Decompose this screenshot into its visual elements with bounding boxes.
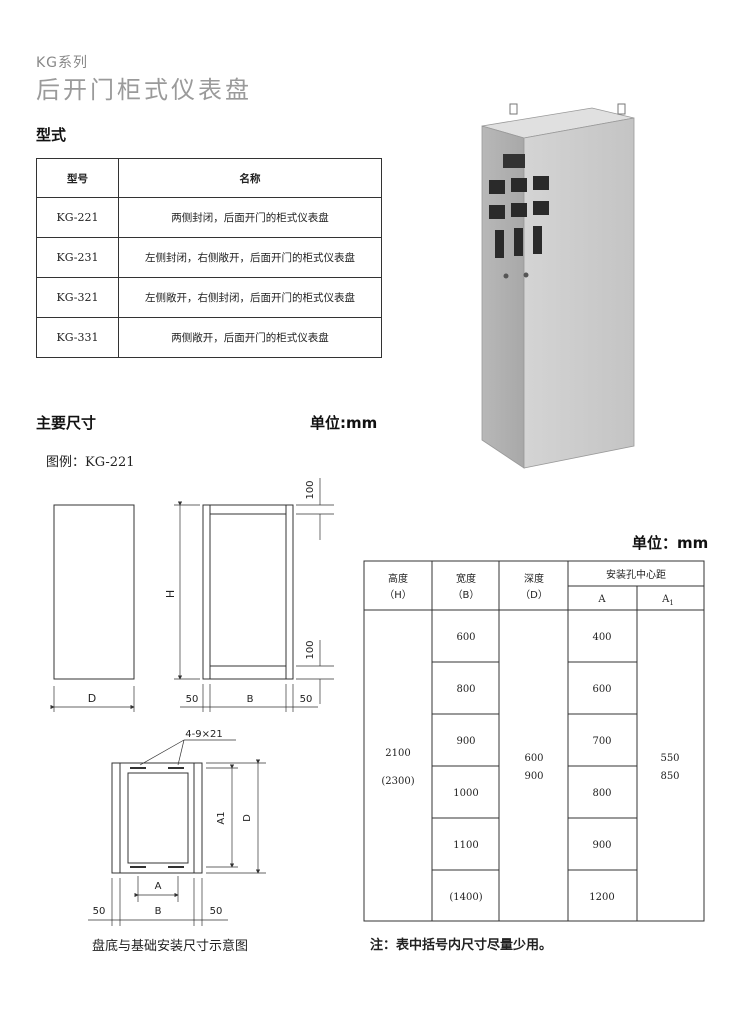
model-name: 两侧封闭，后面开门的柜式仪表盘 <box>118 197 382 238</box>
base-caption: 盘底与基础安装尺寸示意图 <box>92 939 249 954</box>
col-holes: 安装孔中心距 <box>606 568 666 581</box>
dims-unit: 单位:mm <box>310 414 378 432</box>
model-name: 左侧敞开，右侧封闭，后面开门的柜式仪表盘 <box>118 277 382 318</box>
a-label: A <box>155 881 162 892</box>
front-depth-label: D <box>88 692 96 705</box>
a-value: 400 <box>592 632 611 643</box>
table-row: KG-231 左侧封闭，右侧敞开，后面开门的柜式仪表盘 <box>36 237 382 278</box>
model-code: KG-221 <box>36 197 119 238</box>
height-value: 2100 <box>385 748 410 759</box>
depth-value: 900 <box>524 771 543 782</box>
page-title: 后开门柜式仪表盘 <box>36 76 252 104</box>
model-heading: 型式 <box>36 126 67 144</box>
width-label: B <box>247 694 254 705</box>
model-code: KG-321 <box>36 277 119 318</box>
base-width-label: B <box>155 906 162 917</box>
height-value: (2300) <box>381 776 414 787</box>
model-name: 左侧封闭，右侧敞开，后面开门的柜式仪表盘 <box>118 237 382 278</box>
cabinet-illustration <box>481 103 635 469</box>
a-value: 700 <box>592 736 611 747</box>
a1-value: 850 <box>660 771 679 782</box>
col-width: 宽度 <box>456 572 476 585</box>
a-value: 600 <box>592 684 611 695</box>
table-row: KG-321 左侧敞开，右侧封闭，后面开门的柜式仪表盘 <box>36 277 382 318</box>
model-col-name: 名称 <box>118 158 382 198</box>
right-margin-label: 50 <box>300 694 313 705</box>
dims-heading: 主要尺寸 <box>36 414 97 432</box>
series-label: KG系列 <box>36 55 89 71</box>
width-value: 900 <box>456 736 475 747</box>
depth-value: 600 <box>524 753 543 764</box>
width-value: (1400) <box>449 892 482 903</box>
a1-label: A1 <box>216 811 227 824</box>
col-a: A <box>597 594 606 605</box>
model-table: 型号 名称 KG-221 两侧封闭，后面开门的柜式仪表盘 KG-231 左侧封闭… <box>36 158 382 358</box>
width-value: 800 <box>456 684 475 695</box>
a1-value: 550 <box>660 753 679 764</box>
left-margin-label: 50 <box>186 694 199 705</box>
col-depth: 深度 <box>524 572 544 585</box>
side-view-drawing <box>174 478 334 712</box>
base-right-label: 50 <box>210 906 223 917</box>
height-label: H <box>164 590 177 598</box>
col-height-sym: （H） <box>384 589 412 601</box>
a-value: 900 <box>592 840 611 851</box>
model-name: 两侧敞开，后面开门的柜式仪表盘 <box>118 317 382 358</box>
a-value: 800 <box>592 788 611 799</box>
base-depth-label: D <box>242 814 253 822</box>
a-value: 1200 <box>589 892 614 903</box>
col-width-sym: （B） <box>453 589 480 601</box>
table-note: 注：表中括号内尺寸尽量少用。 <box>370 938 553 953</box>
top-gap-label: 100 <box>305 480 316 499</box>
table-row: KG-221 两侧封闭，后面开门的柜式仪表盘 <box>36 197 382 238</box>
legend-label: 图例：KG-221 <box>46 455 135 470</box>
table-row: KG-331 两侧敞开，后面开门的柜式仪表盘 <box>36 317 382 358</box>
bottom-gap-label: 100 <box>305 640 316 659</box>
base-drawing <box>88 739 266 926</box>
col-depth-sym: （D） <box>520 589 548 601</box>
model-code: KG-231 <box>36 237 119 278</box>
base-left-label: 50 <box>93 906 106 917</box>
front-view-drawing <box>50 504 135 712</box>
model-code: KG-331 <box>36 317 119 358</box>
table-unit: 单位：mm <box>632 534 709 552</box>
col-height: 高度 <box>388 572 408 585</box>
col-a1: A1 <box>661 594 674 607</box>
width-value: 1100 <box>453 840 478 851</box>
size-table <box>363 560 705 922</box>
holes-label: 4-9×21 <box>185 729 222 740</box>
width-value: 600 <box>456 632 475 643</box>
model-col-code: 型号 <box>36 158 119 198</box>
model-table-header: 型号 名称 <box>36 158 382 198</box>
width-value: 1000 <box>453 788 478 799</box>
